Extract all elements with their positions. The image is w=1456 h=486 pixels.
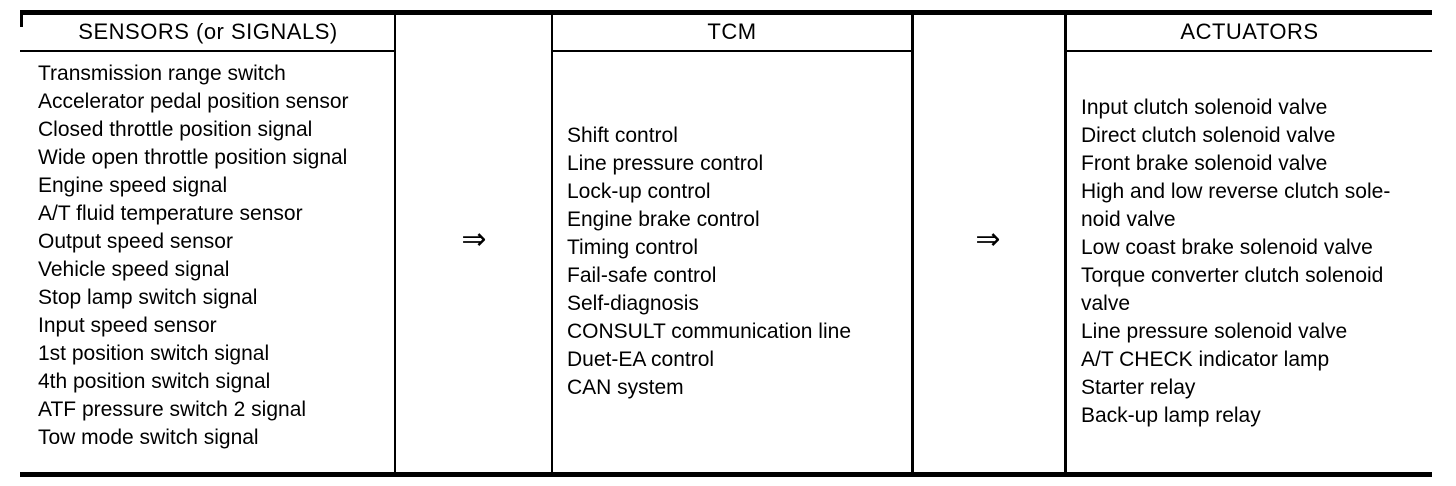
sensors-column-header: SENSORS (or SIGNALS) <box>78 19 338 44</box>
list-line: Transmission range switch <box>38 62 286 85</box>
list-line: Low coast brake solenoid valve <box>1081 236 1373 259</box>
list-line: Shift control <box>567 124 678 147</box>
list-line: Starter relay <box>1081 376 1196 399</box>
list-line: Back-up lamp relay <box>1081 404 1261 427</box>
list-line: CONSULT communication line <box>567 320 851 343</box>
list-line: Output speed sensor <box>38 230 233 253</box>
list-line: Line pressure solenoid valve <box>1081 320 1348 343</box>
list-line: Stop lamp switch signal <box>38 286 258 309</box>
list-line: Closed throttle position signal <box>38 118 313 141</box>
list-line: Self-diagnosis <box>567 292 699 315</box>
list-line: noid valve <box>1081 208 1176 231</box>
tcm-right-border <box>911 10 914 477</box>
list-line: 4th position switch signal <box>38 370 271 393</box>
list-line: Vehicle speed signal <box>38 258 230 281</box>
list-line: Engine speed signal <box>38 174 228 197</box>
list-line: Direct clutch solenoid valve <box>1081 124 1336 147</box>
tcm-left-border <box>551 10 553 477</box>
list-line: A/T CHECK indicator lamp <box>1081 348 1330 371</box>
list-line: CAN system <box>567 376 684 399</box>
list-line: Fail-safe control <box>567 264 717 287</box>
list-line: A/T fluid temperature sensor <box>38 202 303 225</box>
sensors-right-border <box>394 10 396 477</box>
flow-arrow-tcm-to-actuators-icon: ⇒ <box>975 223 1001 256</box>
sensors-header-rule <box>20 50 396 52</box>
list-line: Duet-EA control <box>567 348 715 371</box>
list-line: Input clutch solenoid valve <box>1081 96 1328 119</box>
table-bottom-border <box>20 472 1432 477</box>
list-line: valve <box>1081 292 1131 315</box>
list-line: Wide open throttle position signal <box>38 146 348 169</box>
list-line: Tow mode switch signal <box>38 426 259 449</box>
list-line: Engine brake control <box>567 208 760 231</box>
table-top-border <box>20 10 1432 15</box>
list-line: Line pressure control <box>567 152 764 175</box>
flow-arrow-sensors-to-tcm-icon: ⇒ <box>461 223 487 256</box>
table-left-edge-stub <box>20 14 23 27</box>
list-line: Accelerator pedal position sensor <box>38 90 349 113</box>
list-line: Timing control <box>567 236 699 259</box>
list-line: Front brake solenoid valve <box>1081 152 1328 175</box>
list-line: Torque converter clutch solenoid <box>1081 264 1384 287</box>
list-line: Lock-up control <box>567 180 711 203</box>
actuators-column-header: ACTUATORS <box>1180 19 1319 44</box>
actuators-left-border <box>1064 10 1067 477</box>
list-line: High and low reverse clutch sole- <box>1081 180 1391 203</box>
tcm-header-rule <box>551 50 914 52</box>
list-line: 1st position switch signal <box>38 342 270 365</box>
tcm-column-header: TCM <box>707 19 757 44</box>
list-line: Input speed sensor <box>38 314 217 337</box>
list-line: ATF pressure switch 2 signal <box>38 398 307 421</box>
actuators-header-rule <box>1064 50 1432 52</box>
